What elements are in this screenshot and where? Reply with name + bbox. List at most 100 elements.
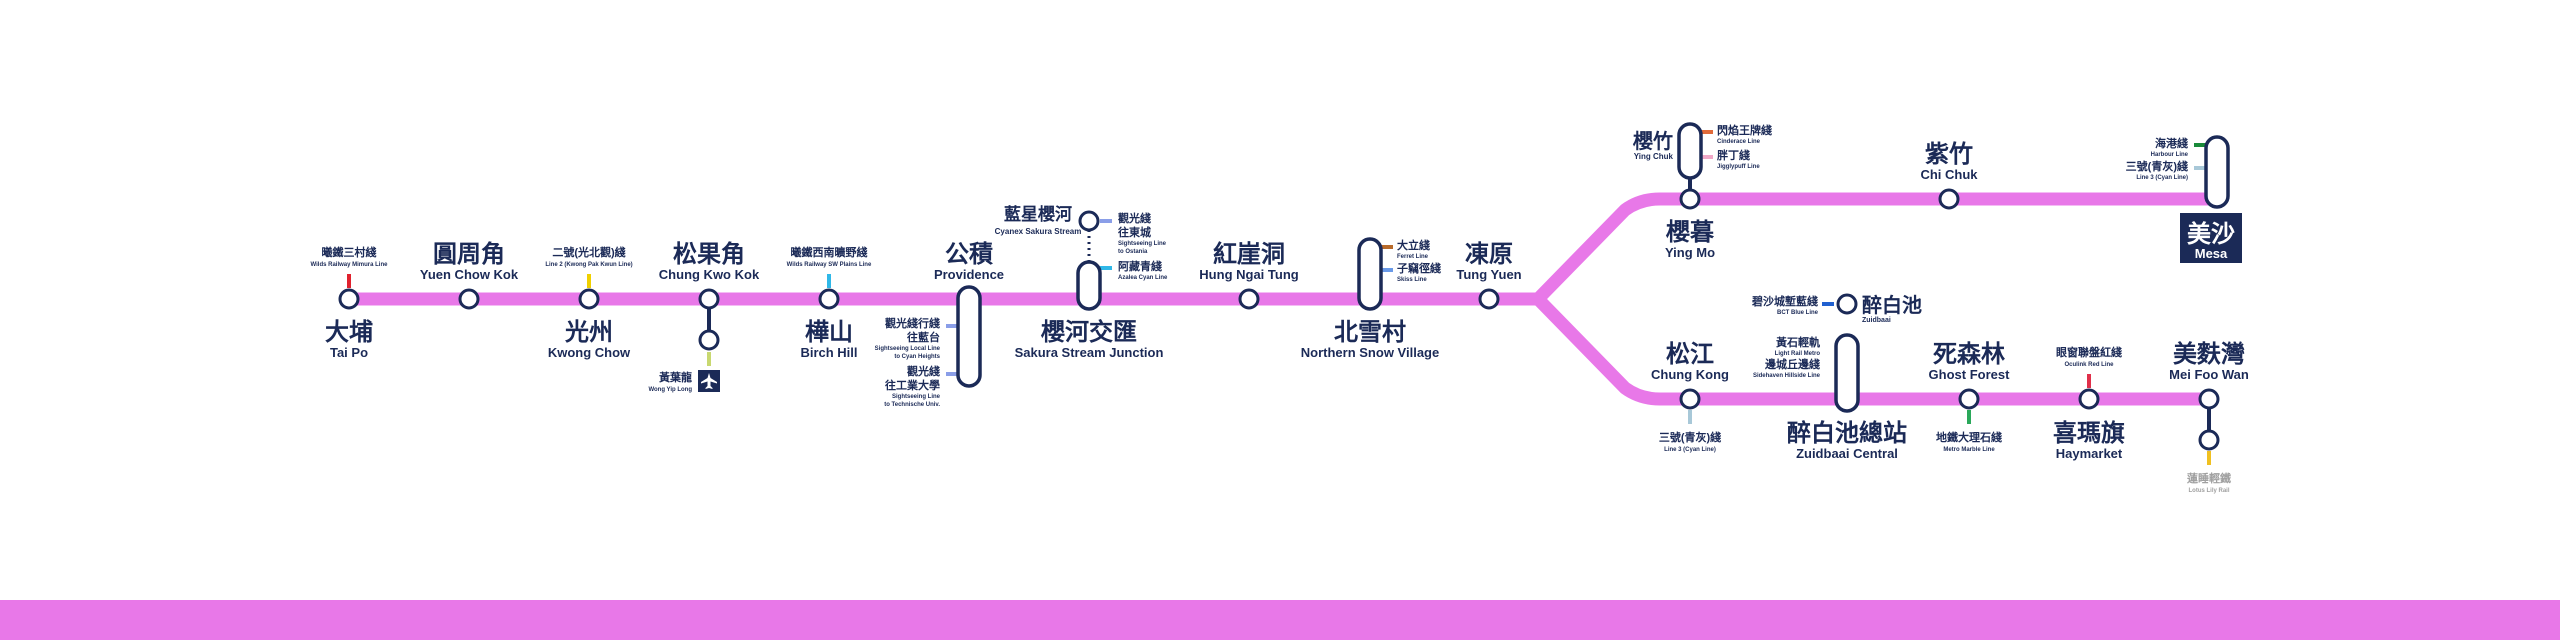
ying-chuk-connection-1-label-en: Cinderace Line	[1717, 139, 1761, 145]
station-name-en-sakura-stream-junction: Sakura Stream Junction	[1015, 345, 1164, 360]
station-name-en-ying-mo: Ying Mo	[1665, 245, 1715, 260]
station-name-en-mesa: Mesa	[2195, 246, 2228, 261]
tai-po-connection-label: 曦鐵三村綫	[322, 245, 377, 259]
sakura-connection-2-label-en: Azalea Cyan Line	[1118, 275, 1168, 281]
zuidbaai-central-connection-2-label: 黃石輕軌	[1775, 335, 1820, 349]
station-name-en-zuidbaai: Zuidbaai	[1862, 317, 1891, 324]
providence-connection-1-label-en: Sightseeing Local Line	[875, 346, 941, 352]
station-name-en-providence: Providence	[934, 267, 1004, 282]
station-name-en-chung-kong: Chung Kong	[1651, 367, 1729, 382]
station-providence[interactable]	[956, 285, 982, 388]
station-name-en-kwong-chow: Kwong Chow	[548, 345, 631, 360]
station-name-kwong-chow: 光州	[564, 319, 613, 346]
station-name-zuidbaai-central: 醉白池總站	[1787, 419, 1907, 447]
station-name-en-haymarket: Haymarket	[2056, 446, 2123, 461]
station-lotus-lily-link[interactable]	[2198, 429, 2220, 451]
station-wong-yip-long[interactable]	[698, 329, 720, 351]
ying-chuk-connection-2-label-en: Jigglypuff Line	[1717, 164, 1760, 170]
station-sakura-stream-junction[interactable]	[1076, 260, 1102, 311]
providence-connection-2-dest-en: to Technische Univ.	[884, 402, 940, 408]
mesa-terminus-box	[2180, 213, 2242, 263]
station-chung-kong[interactable]	[1679, 388, 1701, 410]
sakura-connection-1-label: 觀光綫	[1118, 211, 1151, 225]
station-name-haymarket: 喜瑪旗	[2053, 419, 2125, 447]
station-name-en-birch-hill: Birch Hill	[800, 345, 857, 360]
station-name-en-cyanex-sakura-stream: Cyanex Sakura Stream	[995, 227, 1082, 236]
station-kwong-chow[interactable]	[578, 288, 600, 310]
station-name-ying-chuk: 櫻竹	[1632, 129, 1673, 153]
mesa-connection-2-label: 三號(青灰)綫	[2126, 159, 2188, 173]
main-line	[341, 192, 2220, 406]
station-zuidbaai-central[interactable]	[1834, 333, 1860, 413]
station-name-chung-kong: 松江	[1666, 341, 1714, 368]
northern-snow-connection-1-label-en: Ferret Line	[1397, 254, 1429, 260]
station-name-en-zuidbaai-central: Zuidbaai Central	[1796, 446, 1898, 461]
kwong-chow-connection-label: 二號(光北觀)綫	[552, 245, 625, 259]
station-name-providence: 公積	[945, 241, 993, 268]
line-color-footer-bar	[0, 600, 2560, 640]
providence-connection-1-dest: 往藍台	[907, 330, 940, 344]
station-name-en-wong-yip-long: Wong Yip Long	[648, 387, 692, 393]
station-name-sakura-stream-junction: 櫻河交匯	[1040, 318, 1137, 346]
providence-connection-2-dest: 往工業大學	[885, 378, 940, 392]
station-name-en-hung-ngai-tung: Hung Ngai Tung	[1199, 267, 1298, 282]
station-tung-yuen[interactable]	[1478, 288, 1500, 310]
station-name-en-chung-kwo-kok: Chung Kwo Kok	[659, 267, 760, 282]
station-ying-chuk[interactable]	[1677, 122, 1703, 180]
station-name-chi-chuk: 紫竹	[1925, 141, 1973, 168]
northern-snow-connection-2-label-en: Skiss Line	[1397, 277, 1427, 283]
station-birch-hill[interactable]	[818, 288, 840, 310]
northern-snow-connection-2-label: 子竊徑綫	[1397, 261, 1441, 275]
providence-connection-1-label: 觀光綫行綫	[885, 316, 940, 330]
station-name-en-yuen-chow-kok: Yuen Chow Kok	[420, 267, 519, 282]
main-line-lower-branch	[1531, 292, 2217, 406]
main-line-upper-branch	[1531, 192, 2220, 306]
station-zuidbaai[interactable]	[1836, 293, 1858, 315]
station-mesa[interactable]	[2204, 135, 2230, 209]
providence-connection-1-dest-en: to Cyan Heights	[894, 354, 940, 360]
station-name-chung-kwo-kok: 松果角	[673, 240, 745, 268]
station-name-en-mei-foo-wan: Mei Foo Wan	[2169, 367, 2249, 382]
mesa-connection-2-label-en: Line 3 (Cyan Line)	[2136, 175, 2188, 181]
sakura-connection-1-dest: 往東城	[1118, 225, 1151, 239]
station-ghost-forest[interactable]	[1958, 388, 1980, 410]
station-name-en-tung-yuen: Tung Yuen	[1456, 267, 1521, 282]
station-chung-kwo-kok[interactable]	[698, 288, 720, 310]
kwong-chow-connection-label-en: Line 2 (Kwong Pak Kwun Line)	[545, 262, 632, 268]
station-name-mesa: 美沙	[2187, 220, 2235, 248]
station-name-tung-yuen: 凍原	[1465, 241, 1513, 268]
station-tai-po[interactable]	[338, 288, 360, 310]
mesa-connection-1-label-en: Harbour Line	[2151, 152, 2189, 158]
station-hung-ngai-tung[interactable]	[1238, 288, 1260, 310]
station-mei-foo-wan[interactable]	[2198, 388, 2220, 410]
ghost-forest-connection-label: 地鐵大理石綫	[1936, 430, 2002, 444]
station-northern-snow-village[interactable]	[1357, 237, 1383, 311]
northern-snow-connection-1-label: 大立綫	[1397, 238, 1430, 252]
station-cyanex-sakura-stream[interactable]	[1078, 210, 1100, 232]
zuidbaai-connection-1-label-en: BCT Blue Line	[1777, 310, 1819, 316]
mesa-connection-1-label: 海港綫	[2155, 136, 2188, 150]
lotus-lily-label: 蓮睡輕鐵	[2187, 471, 2231, 485]
chung-kong-connection-label: 三號(青灰)綫	[1659, 430, 1721, 444]
station-yuen-chow-kok[interactable]	[458, 288, 480, 310]
lotus-lily-label-en: Lotus Lily Rail	[2188, 488, 2229, 494]
station-haymarket[interactable]	[2078, 388, 2100, 410]
station-name-yuen-chow-kok: 圓周角	[433, 240, 505, 268]
sakura-connection-1-dest-en: to Ostania	[1118, 249, 1148, 255]
birch-hill-connection-label-en: Wilds Railway SW Plains Line	[787, 262, 872, 268]
chung-kong-connection-label-en: Line 3 (Cyan Line)	[1664, 447, 1716, 453]
station-chi-chuk[interactable]	[1938, 188, 1960, 210]
zuidbaai-central-connection-2-label-en: Light Rail Metro	[1775, 351, 1821, 357]
station-name-northern-snow-village: 北雪村	[1334, 319, 1406, 346]
providence-connection-2-label: 觀光綫	[907, 364, 940, 378]
zuidbaai-central-connection-3-label: 邊城丘邊綫	[1765, 357, 1820, 371]
sakura-connection-2-label: 阿藏青綫	[1118, 259, 1162, 273]
station-name-hung-ngai-tung: 紅崖洞	[1213, 240, 1285, 268]
haymarket-connection-label: 眼窗聯盤紅綫	[2056, 345, 2122, 359]
ying-chuk-connection-1-label: 閃焰王牌綫	[1717, 123, 1772, 137]
haymarket-connection-label-en: Oculink Red Line	[2064, 362, 2114, 368]
station-name-ghost-forest: 死森林	[1933, 341, 2005, 368]
station-ying-mo[interactable]	[1679, 188, 1701, 210]
station-name-cyanex-sakura-stream: 藍星櫻河	[1004, 204, 1072, 224]
